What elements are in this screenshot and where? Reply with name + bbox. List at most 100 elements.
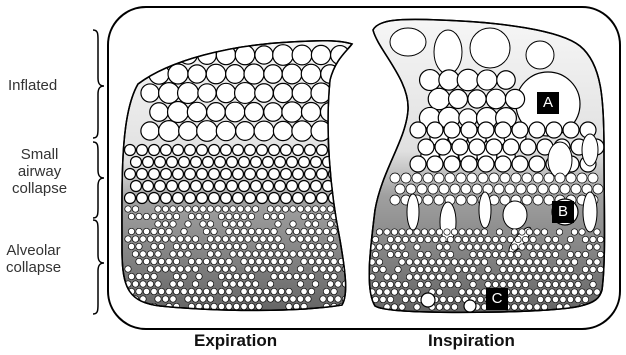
alveolus: [467, 173, 477, 183]
alveolus: [269, 145, 280, 156]
alveolus: [185, 145, 196, 156]
alveolus: [273, 45, 294, 66]
alveolus: [412, 173, 422, 183]
alveolus-small: [560, 296, 566, 302]
alveolus-small: [444, 304, 450, 310]
alveolus-small: [308, 213, 314, 219]
alveolus: [137, 193, 148, 204]
alveolus-small: [301, 273, 307, 279]
alveolus: [141, 122, 159, 140]
alveolus-small: [312, 281, 318, 287]
alveolus-small: [425, 281, 431, 287]
alveolus-small: [151, 228, 157, 234]
alveolus-small: [173, 243, 179, 249]
alveolus-small: [421, 274, 427, 280]
alveolus: [305, 145, 316, 156]
alveolus-small: [252, 206, 258, 212]
alveolus-small: [417, 236, 423, 242]
label-small: Small: [12, 146, 67, 163]
alveolus-small: [125, 206, 131, 212]
alveolus: [137, 169, 148, 180]
alveolus-small: [575, 296, 581, 302]
alveolus-small: [387, 296, 393, 302]
alveolus-small: [571, 289, 577, 295]
alveolus: [155, 181, 166, 192]
alveolus-small: [511, 229, 517, 235]
alveolus-small: [395, 251, 401, 257]
alveolus-small: [511, 244, 517, 250]
marker-c: C: [486, 288, 508, 310]
alveolus-small: [222, 236, 228, 242]
alveolus-small: [200, 221, 206, 227]
alveolus-small: [323, 228, 329, 234]
alveolus-small: [271, 288, 277, 294]
alveolus-small: [237, 221, 243, 227]
alveolus-small: [256, 258, 262, 264]
alveolus: [494, 184, 504, 194]
alveolus: [215, 157, 226, 168]
alveolus: [188, 65, 206, 83]
alveolus-small: [541, 274, 547, 280]
alveolus-small: [492, 236, 498, 242]
alveolus: [209, 193, 220, 204]
alveolus-small: [545, 266, 551, 272]
alveolus-small: [305, 221, 311, 227]
alveolus-small: [391, 229, 397, 235]
alveolus: [421, 293, 435, 307]
alveolus-small: [410, 266, 416, 272]
alveolus-small: [207, 206, 213, 212]
alveolus-small: [582, 296, 588, 302]
alveolus: [257, 145, 268, 156]
alveolus: [457, 69, 479, 91]
alveolus-small: [252, 236, 258, 242]
alveolus-small: [215, 206, 221, 212]
alveolus: [161, 169, 172, 180]
alveolus-small: [128, 213, 134, 219]
alveolus-small: [590, 236, 596, 242]
alveolus-small: [256, 243, 262, 249]
alveolus: [245, 103, 264, 122]
alveolus: [254, 121, 274, 141]
alveolus-small: [192, 236, 198, 242]
alveolus-small: [256, 288, 262, 294]
alveolus-small: [248, 273, 254, 279]
alveolus: [533, 173, 543, 183]
alveolus-small: [459, 259, 465, 265]
alveolus-small: [564, 244, 570, 250]
alveolus-small: [496, 274, 502, 280]
alveolus: [197, 193, 208, 204]
alveolus: [239, 157, 250, 168]
alveolus-small: [140, 236, 146, 242]
alveolus-small: [335, 281, 341, 287]
alveolus-small: [207, 296, 213, 302]
alveolus-small: [207, 266, 213, 272]
alveolus-small: [256, 303, 262, 309]
alveolus-small: [586, 289, 592, 295]
alveolus: [264, 65, 282, 83]
alveolus: [197, 169, 208, 180]
alveolus-small: [185, 251, 191, 257]
alveolus-small: [384, 289, 390, 295]
alveolus-small: [380, 281, 386, 287]
alveolus-small: [485, 236, 491, 242]
alveolus: [263, 181, 274, 192]
alveolus-small: [414, 289, 420, 295]
alveolus-small: [185, 206, 191, 212]
alveolus-small: [278, 288, 284, 294]
alveolus-small: [185, 236, 191, 242]
alveolus-small: [500, 236, 506, 242]
alveolus: [125, 169, 136, 180]
alveolus: [477, 70, 497, 90]
alveolus-small: [331, 243, 337, 249]
alveolus-small: [278, 258, 284, 264]
alveolus: [317, 193, 328, 204]
alveolus: [198, 84, 216, 102]
alveolus: [251, 157, 262, 168]
alveolus-small: [237, 296, 243, 302]
alveolus-small: [252, 266, 258, 272]
alveolus-small: [222, 221, 228, 227]
alveolus-small: [308, 228, 314, 234]
alveolus: [533, 195, 543, 205]
alveolus-small: [519, 229, 525, 235]
alveolus: [555, 173, 565, 183]
